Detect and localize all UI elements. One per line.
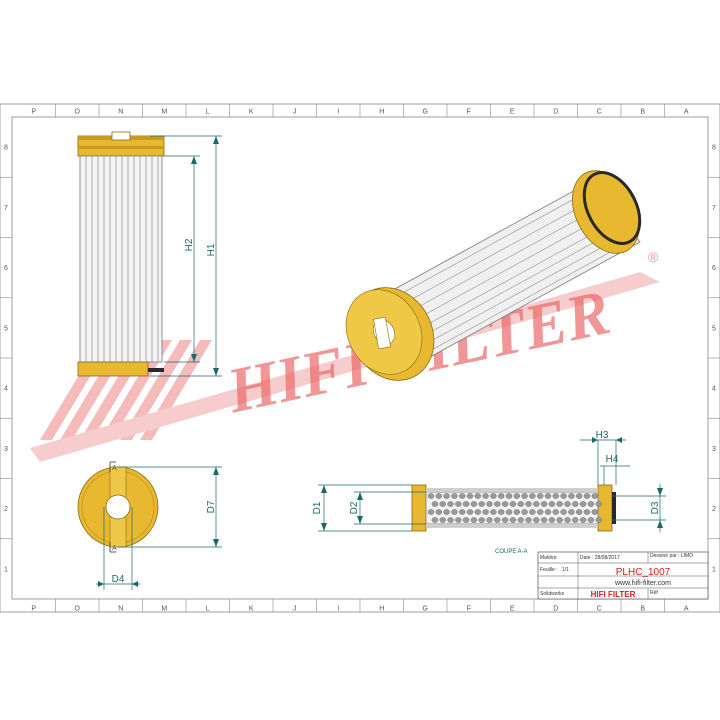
grid-number: 2 bbox=[712, 506, 716, 513]
grid-number: 2 bbox=[4, 506, 8, 513]
dim-d4: D4 bbox=[112, 574, 125, 585]
end-view: A A D7 D4 bbox=[77, 461, 222, 590]
section-mark-top: A bbox=[112, 465, 117, 472]
end-view-bore bbox=[105, 494, 131, 520]
grid-number: 4 bbox=[4, 386, 8, 393]
grid-letter: I bbox=[337, 606, 339, 613]
grid-letters: P P O O N N M M L L K K J J I I H H G G F F E E D D C C B B A A bbox=[31, 104, 689, 613]
tb-material: Matière bbox=[540, 555, 557, 561]
tb-ref: Réf bbox=[650, 590, 658, 596]
grid-letter: M bbox=[161, 606, 167, 613]
tb-brand: HIFI FILTER bbox=[591, 590, 636, 599]
grid-letter: O bbox=[75, 606, 81, 613]
tb-designer: Dessiné par : LIMO bbox=[650, 553, 693, 559]
grid-number: 5 bbox=[712, 325, 716, 332]
grid-letter: P bbox=[31, 109, 36, 116]
grid-letter: A bbox=[684, 109, 689, 116]
grid-letter: E bbox=[510, 109, 515, 116]
grid-letter: K bbox=[249, 109, 254, 116]
watermark-registered: ® bbox=[648, 249, 659, 265]
grid-letter: D bbox=[553, 606, 558, 613]
grid-letter: B bbox=[640, 606, 645, 613]
grid-letter: K bbox=[249, 606, 254, 613]
tb-part-number: PLHC_1007 bbox=[616, 567, 671, 578]
dim-h1: H1 bbox=[206, 243, 217, 256]
grid-number: 3 bbox=[4, 446, 8, 453]
watermark-swoosh bbox=[30, 272, 660, 462]
grid-letter: H bbox=[379, 606, 384, 613]
grid-letter: P bbox=[31, 606, 36, 613]
grid-number: 4 bbox=[712, 386, 716, 393]
grid-letter: O bbox=[75, 109, 81, 116]
grid-letter: E bbox=[510, 606, 515, 613]
grid-letter: B bbox=[640, 109, 645, 116]
dim-d7: D7 bbox=[206, 500, 217, 513]
grid-number: 3 bbox=[712, 446, 716, 453]
grid-number: 1 bbox=[4, 566, 8, 573]
dim-h4: H4 bbox=[606, 454, 619, 465]
grid-letter: J bbox=[293, 606, 297, 613]
dim-d3: D3 bbox=[650, 501, 661, 514]
section-right-cap bbox=[597, 484, 613, 532]
grid-letter: N bbox=[118, 109, 123, 116]
grid-letter: L bbox=[206, 109, 210, 116]
grid-letter: C bbox=[597, 606, 602, 613]
tb-sheet-label: Feuille : bbox=[540, 567, 558, 573]
grid-number: 1 bbox=[712, 566, 716, 573]
section-label: COUPE A-A bbox=[495, 549, 528, 555]
tb-software: Solidworks bbox=[540, 591, 565, 597]
grid-letter: G bbox=[423, 606, 428, 613]
tb-sheet-value: 1/1 bbox=[562, 567, 569, 573]
grid-letter: L bbox=[206, 606, 210, 613]
section-perforations bbox=[427, 493, 602, 523]
dim-d1: D1 bbox=[312, 501, 323, 514]
grid-letter: H bbox=[379, 109, 384, 116]
grid-letter: F bbox=[467, 606, 471, 613]
grid-letter: I bbox=[337, 109, 339, 116]
grid-letter: D bbox=[553, 109, 558, 116]
grid-letter: M bbox=[161, 109, 167, 116]
grid-letter: A bbox=[684, 606, 689, 613]
tb-date: Date : 28/08/2017 bbox=[580, 555, 620, 561]
grid-letter: J bbox=[293, 109, 297, 116]
isometric-view bbox=[345, 170, 642, 381]
title-block: Matière Date : 28/08/2017 Dessiné par : … bbox=[537, 551, 709, 600]
grid-number: 5 bbox=[4, 325, 8, 332]
grid-number: 8 bbox=[712, 145, 716, 152]
grid-numbers: 8 8 7 7 6 6 5 5 4 4 3 3 2 2 1 1 bbox=[0, 145, 720, 573]
grid-number: 6 bbox=[712, 265, 716, 272]
dim-h3: H3 bbox=[596, 430, 609, 441]
grid-letter: F bbox=[467, 109, 471, 116]
grid-number: 7 bbox=[4, 205, 8, 212]
grid-number: 8 bbox=[4, 145, 8, 152]
section-view: D1 D2 D3 H3 H4 COUPE A-A bbox=[312, 430, 666, 555]
front-pleated-body bbox=[79, 155, 163, 363]
tb-website: www.hifi-filter.com bbox=[614, 580, 671, 587]
grid-letter: G bbox=[423, 109, 428, 116]
grid-letter: N bbox=[118, 606, 123, 613]
grid-number: 7 bbox=[712, 205, 716, 212]
front-view: H1 H2 bbox=[77, 131, 222, 377]
dim-d2: D2 bbox=[349, 501, 360, 514]
section-mark-bottom: A bbox=[112, 545, 117, 552]
dim-h2: H2 bbox=[184, 238, 195, 251]
front-bottom-cap bbox=[77, 361, 149, 377]
grid-number: 6 bbox=[4, 265, 8, 272]
grid-letter: C bbox=[597, 109, 602, 116]
